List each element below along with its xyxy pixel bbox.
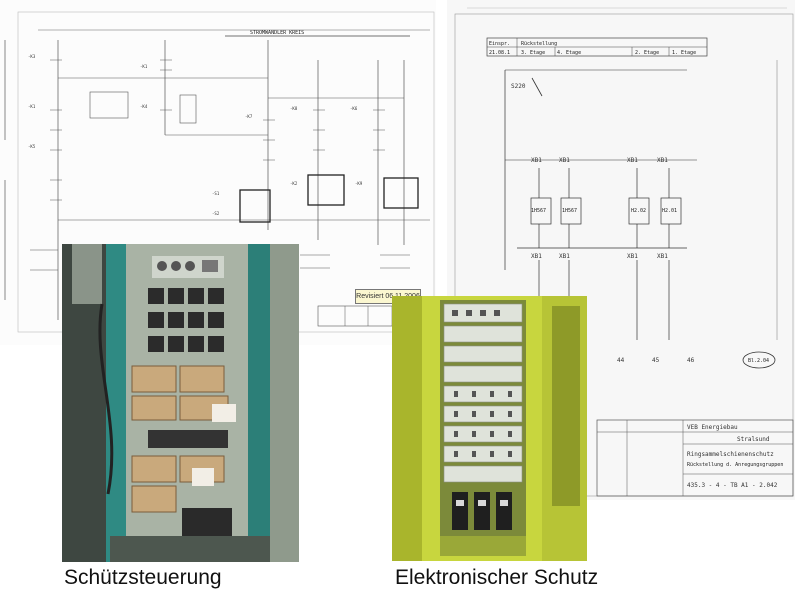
- relay-label-2: XB1: [559, 157, 570, 164]
- header-row2a: 3. Etage: [521, 50, 545, 56]
- photo-relay-cabinet: [62, 244, 299, 562]
- caption-electronic-protection: Elektronischer Schutz: [395, 566, 599, 589]
- svg-text:-K8: -K8: [290, 106, 298, 111]
- svg-text:STROMWANDLER KREIS: STROMWANDLER KREIS: [250, 30, 304, 36]
- title-company: VEB Energiebau: [687, 424, 738, 431]
- title-subtitle: Rückstellung d. Anregungsgruppen: [687, 462, 783, 468]
- relay-label-3: XB1: [627, 157, 638, 164]
- relay-cabinet-image: [62, 244, 299, 562]
- title-main: Ringsammelschienenschutz: [687, 451, 774, 458]
- svg-text:-K7: -K7: [245, 114, 253, 119]
- svg-text:-S2: -S2: [212, 211, 220, 216]
- coil-label-4: H2.01: [662, 208, 677, 214]
- switch-label: S220: [511, 83, 526, 90]
- header-col1: Einspr.: [489, 41, 510, 47]
- circuit-diagram-right: Einspr. Rückstellung 21.08.1 3. Etage 4.…: [454, 7, 794, 497]
- coil-label-1: 1H567: [531, 208, 546, 214]
- column-number-3: 46: [687, 357, 695, 364]
- relay-label-7: XB1: [627, 253, 638, 260]
- caption-relay-control: Schützsteuerung: [64, 566, 222, 589]
- svg-text:-K1: -K1: [28, 104, 36, 109]
- svg-text:-K4: -K4: [140, 104, 148, 109]
- electronic-cabinet-image: [392, 296, 587, 561]
- header-row2c: 2. Etage: [635, 50, 659, 56]
- title-place: Stralsund: [737, 436, 770, 443]
- column-number-1: 44: [617, 357, 625, 364]
- svg-text:-K3: -K3: [28, 54, 36, 59]
- svg-text:-K2: -K2: [290, 181, 298, 186]
- relay-label-1: XB1: [531, 157, 542, 164]
- column-number-2: 45: [652, 357, 660, 364]
- title-drawing-number: 435.3 - 4 - TB A1 - 2.042: [687, 482, 778, 489]
- header-col2: Rückstellung: [521, 41, 557, 47]
- relay-label-6: XB1: [559, 253, 570, 260]
- svg-text:-K1: -K1: [140, 64, 148, 69]
- coil-label-2: 1H567: [562, 208, 577, 214]
- relay-label-8: XB1: [657, 253, 668, 260]
- page-reference: Bl.2.04: [748, 358, 769, 364]
- svg-text:-K9: -K9: [355, 181, 363, 186]
- relay-label-5: XB1: [531, 253, 542, 260]
- header-row2d: 1. Etage: [672, 50, 696, 56]
- svg-text:-S1: -S1: [212, 191, 220, 196]
- header-row2b: 4. Etage: [557, 50, 581, 56]
- relay-label-4: XB1: [657, 157, 668, 164]
- svg-text:-K5: -K5: [28, 144, 36, 149]
- coil-label-3: H2.02: [631, 208, 646, 214]
- photo-electronic-cabinet: [392, 296, 587, 561]
- circuit-diagram-left: STROMWANDLER KREIS -K3 -K1 -K5 -K1 -K4 -K7: [4, 11, 435, 333]
- header-row1: 21.08.1: [489, 50, 510, 56]
- svg-text:-K6: -K6: [350, 106, 358, 111]
